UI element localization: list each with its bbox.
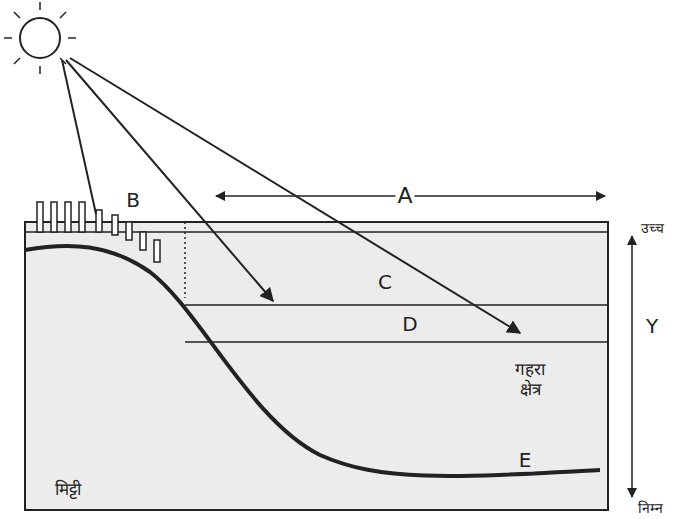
zone-divider <box>184 222 186 298</box>
ocean-box <box>25 222 608 510</box>
zone-line <box>185 341 608 343</box>
zone-label: C <box>376 271 394 294</box>
sea-floor-curve <box>25 246 600 476</box>
zone-label: Y <box>644 315 660 338</box>
zone-label: गहरा क्षेत्र <box>502 360 558 399</box>
zone-label: E <box>517 449 534 472</box>
zone-line <box>185 304 608 306</box>
zone-label: उच्च <box>639 220 666 236</box>
zone-label: B <box>124 189 142 212</box>
sun <box>4 2 76 74</box>
zone-label: निम्न <box>636 500 665 516</box>
zone-label: A <box>395 183 414 208</box>
zone-label: D <box>400 313 419 336</box>
depth-arrow <box>631 236 633 497</box>
zone-label: मिट्टी <box>53 480 83 500</box>
